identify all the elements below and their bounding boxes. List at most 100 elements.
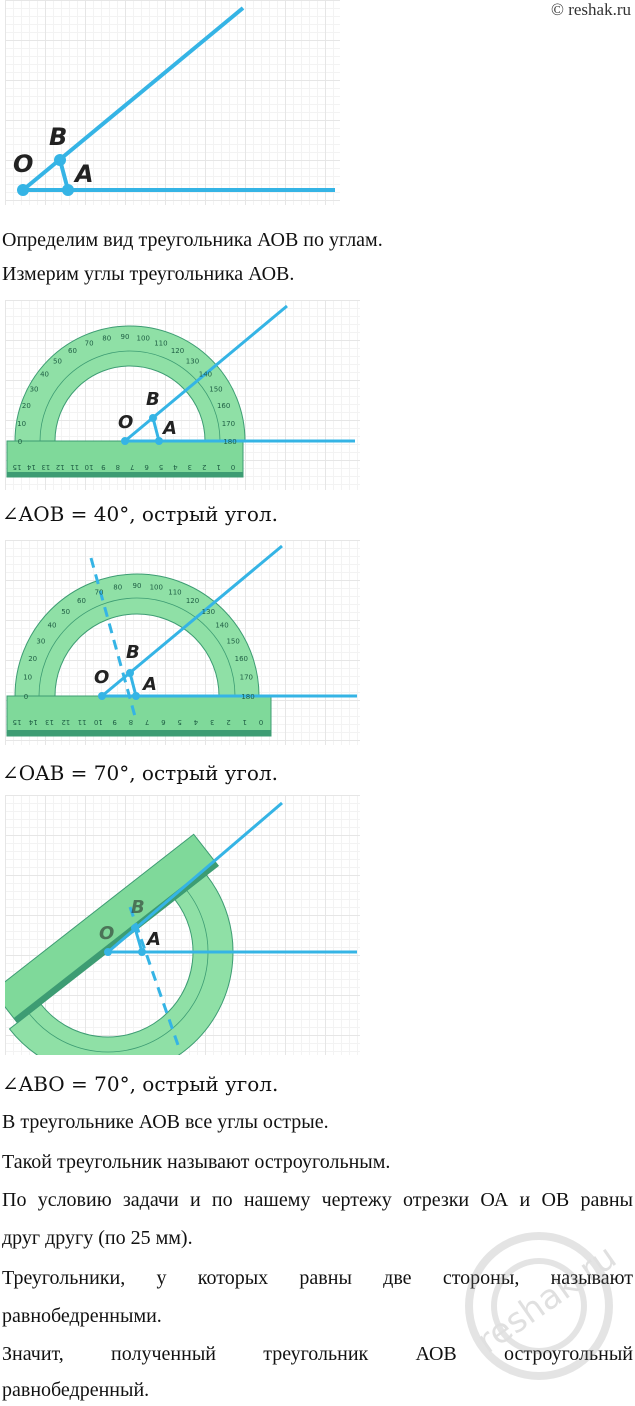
figure-measure-abo: O B A — [5, 795, 360, 1055]
protractor-drawing-3: O B A — [5, 801, 357, 1055]
paragraph-7: Такой треугольник называют остроугольным… — [2, 1151, 391, 1173]
scale-number: 180 — [223, 438, 236, 446]
scale-number: 90 — [121, 333, 130, 341]
scale-number: 50 — [61, 608, 70, 616]
scale-number: 30 — [30, 386, 39, 394]
scale-number: 0 — [24, 693, 28, 701]
scale-number: 40 — [48, 622, 57, 630]
scale-number: 50 — [53, 358, 62, 366]
scale-number: 13 — [45, 718, 54, 726]
scale-number: 14 — [26, 463, 35, 471]
scale-number: 170 — [240, 674, 253, 682]
scale-number: 40 — [40, 371, 49, 379]
label-b: B — [131, 897, 145, 918]
scale-number: 70 — [85, 339, 94, 347]
scale-number: 2 — [202, 463, 206, 471]
label-b: B — [146, 389, 160, 410]
scale-number: 15 — [13, 463, 22, 471]
label-o: O — [94, 667, 109, 688]
scale-number: 4 — [173, 463, 178, 471]
scale-number: 130 — [186, 358, 199, 366]
scale-number: 7 — [145, 718, 149, 726]
scale-number: 150 — [209, 386, 222, 394]
angle-drawing: O B A — [13, 6, 335, 196]
scale-number: 4 — [193, 718, 198, 726]
scale-number: 8 — [116, 463, 120, 471]
label-o: O — [99, 923, 114, 944]
label-a: A — [145, 929, 161, 950]
paragraph-12: Значит, полученный треугольник АОВ остро… — [2, 1343, 633, 1365]
scale-number: 80 — [102, 335, 111, 343]
paragraph-1: Определим вид треугольника АОВ по углам. — [2, 229, 383, 251]
scale-number: 10 — [17, 420, 26, 428]
paragraph-6: В треугольнике АОВ все углы острые. — [2, 1111, 329, 1133]
label-a: A — [73, 160, 94, 188]
paragraph-13: равнобедренный. — [2, 1379, 150, 1401]
scale-number: 9 — [101, 463, 105, 471]
scale-number: 170 — [222, 420, 235, 428]
scale-number: 110 — [154, 339, 167, 347]
scale-number: 60 — [77, 597, 86, 605]
label-b: B — [49, 123, 67, 151]
scale-number: 90 — [133, 582, 142, 590]
scale-number: 20 — [28, 655, 37, 663]
paragraph-2: Измерим углы треугольника АОВ. — [2, 263, 295, 285]
paragraph-4: ∠OAB = 70°, острый угол. — [2, 761, 278, 785]
scale-number: 8 — [129, 718, 133, 726]
scale-number: 120 — [186, 597, 199, 605]
scale-number: 180 — [241, 693, 254, 701]
scale-number: 0 — [259, 718, 263, 726]
scale-number: 12 — [61, 718, 70, 726]
scale-number: 1 — [216, 463, 220, 471]
scale-number: 6 — [161, 718, 166, 726]
paragraph-11: равнобедренными. — [2, 1305, 162, 1327]
scale-number: 30 — [36, 638, 45, 646]
label-a: A — [161, 418, 177, 439]
scale-number: 14 — [28, 718, 37, 726]
scale-number: 60 — [68, 347, 77, 355]
scale-number: 150 — [226, 638, 239, 646]
scale-number: 70 — [95, 589, 104, 597]
scale-number: 100 — [150, 584, 163, 592]
label-o: O — [13, 150, 33, 178]
label-o: O — [118, 412, 133, 433]
scale-number: 140 — [215, 622, 228, 630]
scale-number: 15 — [13, 718, 22, 726]
scale-number: 7 — [130, 463, 134, 471]
scale-number: 9 — [112, 718, 116, 726]
copyright-text: © reshak.ru — [551, 0, 631, 19]
scale-number: 11 — [78, 718, 87, 726]
scale-number: 0 — [231, 463, 235, 471]
scale-number: 10 — [23, 674, 32, 682]
paragraph-8: По условию задачи и по нашему чертежу от… — [2, 1189, 633, 1211]
scale-number: 10 — [85, 463, 94, 471]
scale-number: 6 — [144, 463, 149, 471]
scale-number: 160 — [235, 655, 248, 663]
scale-number: 13 — [41, 463, 50, 471]
label-a: A — [141, 674, 157, 695]
figure-angle: O B A — [5, 0, 340, 205]
scale-number: 11 — [70, 463, 79, 471]
label-b: B — [126, 642, 140, 663]
paragraph-5: ∠ABO = 70°, острый угол. — [2, 1072, 279, 1096]
watermark-logo: reshak.ru — [465, 1232, 624, 1380]
scale-number: 3 — [210, 718, 214, 726]
scale-number: 110 — [168, 589, 181, 597]
paragraph-10: Треугольники, у которых равны две сторон… — [2, 1267, 633, 1289]
scale-number: 1 — [242, 718, 246, 726]
scale-number: 80 — [113, 584, 122, 592]
scale-number: 130 — [202, 608, 215, 616]
scale-number: 160 — [217, 402, 230, 410]
scale-number: 100 — [137, 335, 150, 343]
paragraph-3: ∠AOB = 40°, острый угол. — [2, 502, 278, 526]
scale-number: 20 — [22, 402, 31, 410]
scale-number: 140 — [199, 371, 212, 379]
paragraph-9: друг другу (по 25 мм). — [2, 1227, 193, 1249]
scale-number: 120 — [171, 347, 184, 355]
scale-number: 3 — [188, 463, 192, 471]
scale-number: 0 — [18, 438, 22, 446]
